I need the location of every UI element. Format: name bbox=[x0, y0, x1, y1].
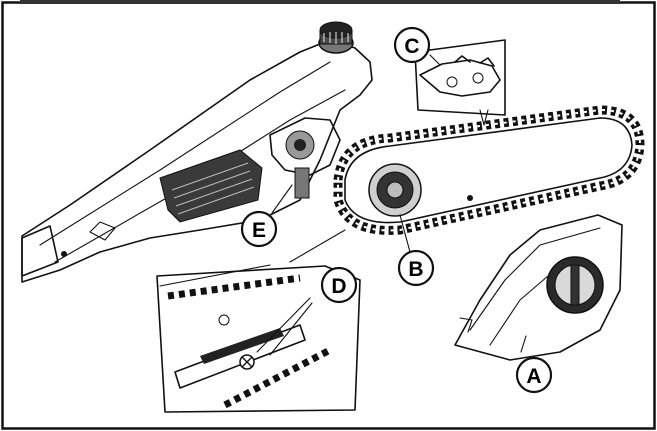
callout-D: D bbox=[320, 266, 358, 304]
cover-knob bbox=[546, 256, 604, 314]
callout-E: E bbox=[240, 210, 278, 248]
callout-C: C bbox=[393, 26, 431, 64]
oil-cap-knob bbox=[318, 21, 354, 54]
top-cropped-text bbox=[20, 0, 620, 4]
callout-B-label: B bbox=[408, 258, 423, 281]
bar-detail-inset bbox=[156, 229, 361, 413]
saw-body bbox=[21, 21, 373, 283]
callout-D-label: D bbox=[331, 275, 346, 298]
chain-detail-inset bbox=[414, 39, 506, 126]
callout-C-label: C bbox=[404, 35, 419, 58]
chain-and-bar bbox=[333, 105, 645, 235]
callout-B: B bbox=[397, 249, 435, 287]
vent-grille bbox=[159, 149, 263, 223]
sprocket-housing bbox=[269, 117, 341, 199]
callout-E-label: E bbox=[252, 219, 266, 242]
guide-bar bbox=[344, 117, 633, 224]
sprocket-cover bbox=[454, 214, 623, 361]
callout-A: A bbox=[515, 356, 553, 394]
leader-lines bbox=[269, 54, 527, 356]
bar-sprocket bbox=[368, 163, 422, 217]
callout-A-label: A bbox=[526, 365, 541, 388]
